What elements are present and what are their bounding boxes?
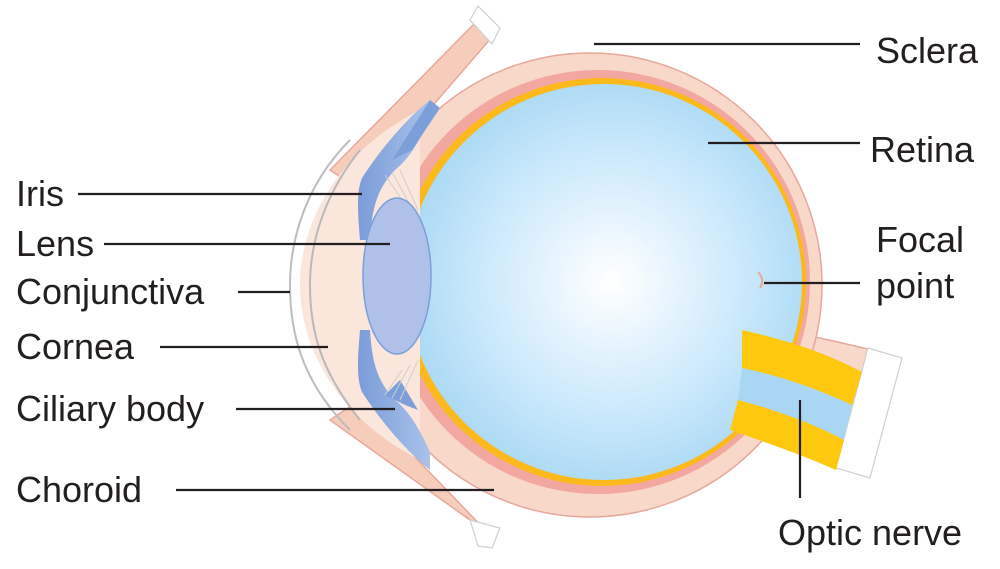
label-cornea: Cornea <box>16 326 135 367</box>
iris-lower <box>358 330 430 470</box>
label-optic-nerve: Optic nerve <box>778 512 962 553</box>
label-sclera: Sclera <box>876 30 979 71</box>
label-conjunctiva: Conjunctiva <box>16 271 205 312</box>
label-focal-point-line1: Focal <box>876 219 964 260</box>
cornea <box>308 149 361 421</box>
zonule-fibers <box>384 169 419 401</box>
label-retina: Retina <box>870 129 975 170</box>
label-choroid: Choroid <box>16 469 142 510</box>
lens <box>362 197 432 355</box>
ciliary-body-upper <box>392 100 440 160</box>
label-ciliary-body: Ciliary body <box>16 388 204 429</box>
fovea-notch <box>757 271 764 289</box>
optic-nerve <box>730 330 862 470</box>
label-focal-point-line2: point <box>876 265 954 306</box>
ciliary-body-lower <box>385 380 418 410</box>
conjunctiva <box>288 139 351 431</box>
vitreous-body <box>406 84 802 480</box>
label-iris: Iris <box>16 173 64 214</box>
label-lens: Lens <box>16 223 94 264</box>
